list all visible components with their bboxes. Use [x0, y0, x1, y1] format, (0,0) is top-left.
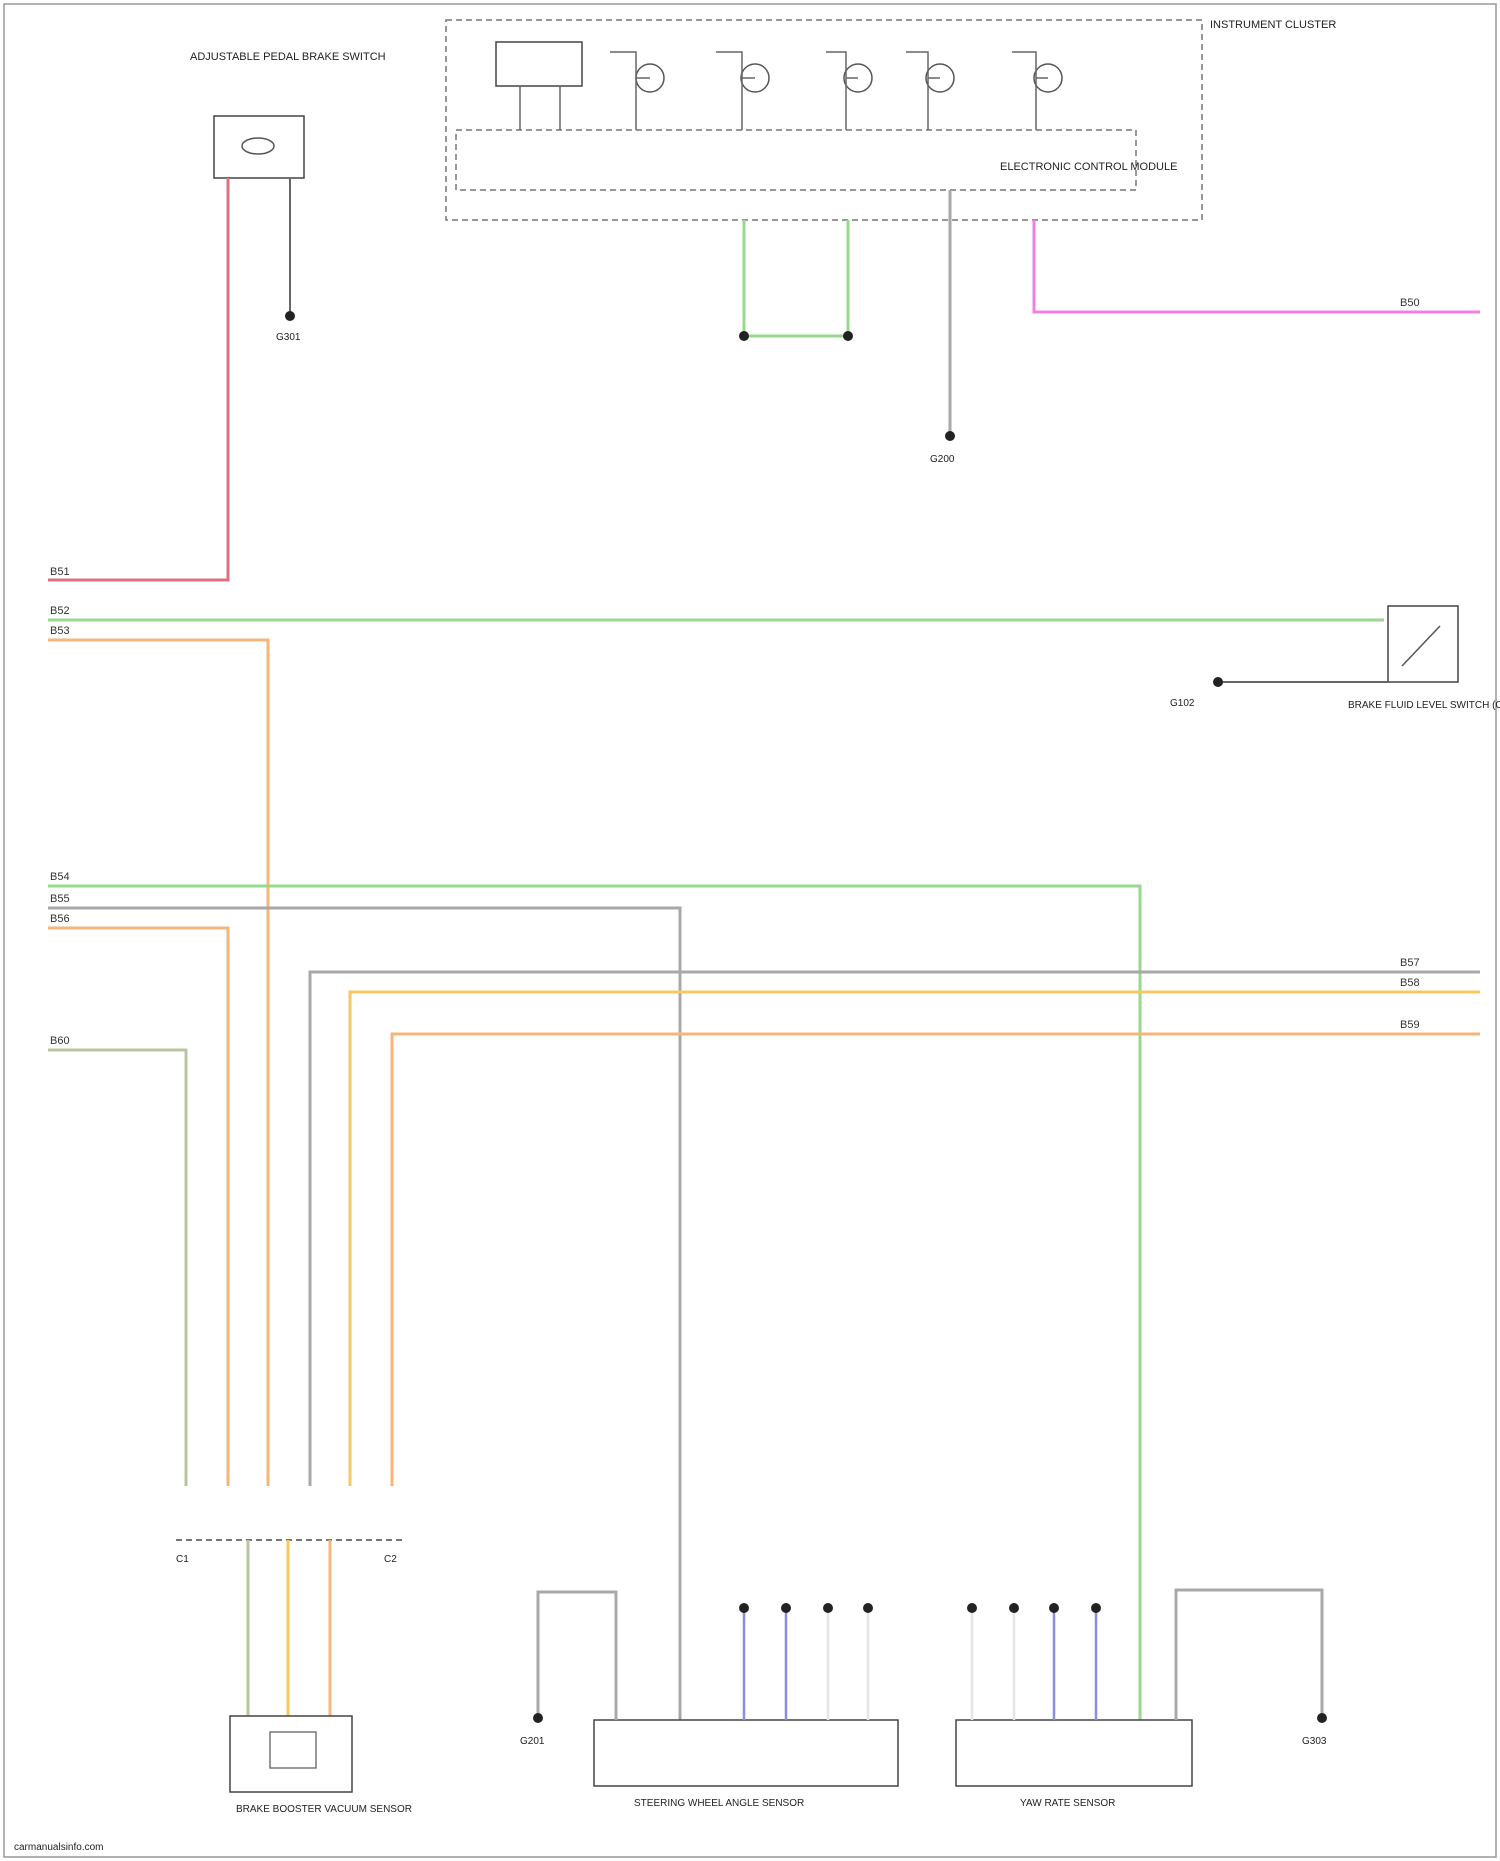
yaw-bus-wires: [972, 1608, 1096, 1720]
brake-booster-sensor-label: BRAKE BOOSTER VACUUM SENSOR: [236, 1804, 412, 1815]
cluster-green-loop: [744, 220, 848, 336]
brake-fluid-switch-label: BRAKE FLUID LEVEL SWITCH (COMBINATION IN…: [1348, 700, 1500, 711]
brake-switch-red-wire: [48, 178, 228, 580]
bus-label-b53: B53: [50, 625, 70, 637]
switch-icon: [1402, 626, 1440, 666]
watermark: carmanualsinfo.com: [14, 1842, 103, 1853]
ground-label-g102: G102: [1170, 698, 1195, 709]
brake-switch-label: ADJUSTABLE PEDAL BRAKE SWITCH: [190, 51, 386, 63]
ground-dot-fluid-switch: [1213, 677, 1223, 687]
green-wire-a: [744, 220, 848, 336]
brake-booster-sensor-box: [230, 1716, 352, 1792]
ground-label-g303: G303: [1302, 1736, 1327, 1747]
bus-label-b51: B51: [50, 566, 70, 578]
splice-dot: [843, 331, 853, 341]
gray-bus-right: [310, 972, 1480, 1486]
gray-bus-mid: [48, 908, 680, 1720]
cluster-internal-lines: [520, 52, 1048, 130]
steering-ground-wire: [538, 1592, 616, 1720]
steering-splices: [739, 1603, 873, 1613]
bus-label-b57: B57: [1400, 957, 1420, 969]
yaw-sensor-label: YAW RATE SENSOR: [1020, 1798, 1115, 1809]
ground-dot-cluster: [945, 431, 955, 441]
bus-label-b59: B59: [1400, 1019, 1420, 1031]
yaw-sensor-box: [956, 1720, 1192, 1786]
steering-sensor-box: [594, 1720, 898, 1786]
sensor-inner-icon: [270, 1732, 316, 1768]
bus-label-b60: B60: [50, 1035, 70, 1047]
orange-bus-top: [48, 640, 268, 1486]
bus-label-b56: B56: [50, 913, 70, 925]
orange-bus-mid: [48, 928, 228, 1486]
booster-sensor-wires: [248, 1540, 330, 1716]
connector-label-c1: C1: [176, 1554, 189, 1565]
bus-label-b58: B58: [1400, 977, 1420, 989]
ground-dot-brake-switch: [285, 311, 295, 321]
ground-dot-steering: [533, 1713, 543, 1723]
brake-switch-box: [214, 116, 304, 178]
cluster-module-label: ELECTRONIC CONTROL MODULE: [1000, 161, 1177, 173]
yaw-splices: [967, 1603, 1101, 1613]
bus-label-b54: B54: [50, 871, 70, 883]
switch-icon: [242, 138, 274, 154]
yaw-ground-wire: [1176, 1590, 1322, 1720]
instrument-cluster-label: INSTRUMENT CLUSTER: [1210, 19, 1336, 31]
ground-label-g301: G301: [276, 332, 301, 343]
orange-bus-right: [392, 1034, 1480, 1486]
splice-dot: [739, 331, 749, 341]
ground-dot-yaw: [1317, 1713, 1327, 1723]
ground-label-g201: G201: [520, 1736, 545, 1747]
cluster-module-box: [456, 130, 1136, 190]
bus-label-b55: B55: [50, 893, 70, 905]
steering-bus-wires: [744, 1608, 868, 1720]
cluster-relay-box: [496, 42, 582, 86]
connector-label-c2: C2: [384, 1554, 397, 1565]
green-bus-mid: [48, 886, 1140, 1720]
bus-label-b52: B52: [50, 605, 70, 617]
yellow-bus-right: [350, 992, 1480, 1486]
bus-label-b50: B50: [1400, 297, 1420, 309]
ground-label-g200: G200: [930, 454, 955, 465]
olive-bus-left: [48, 1050, 186, 1486]
steering-sensor-label: STEERING WHEEL ANGLE SENSOR: [634, 1798, 804, 1809]
